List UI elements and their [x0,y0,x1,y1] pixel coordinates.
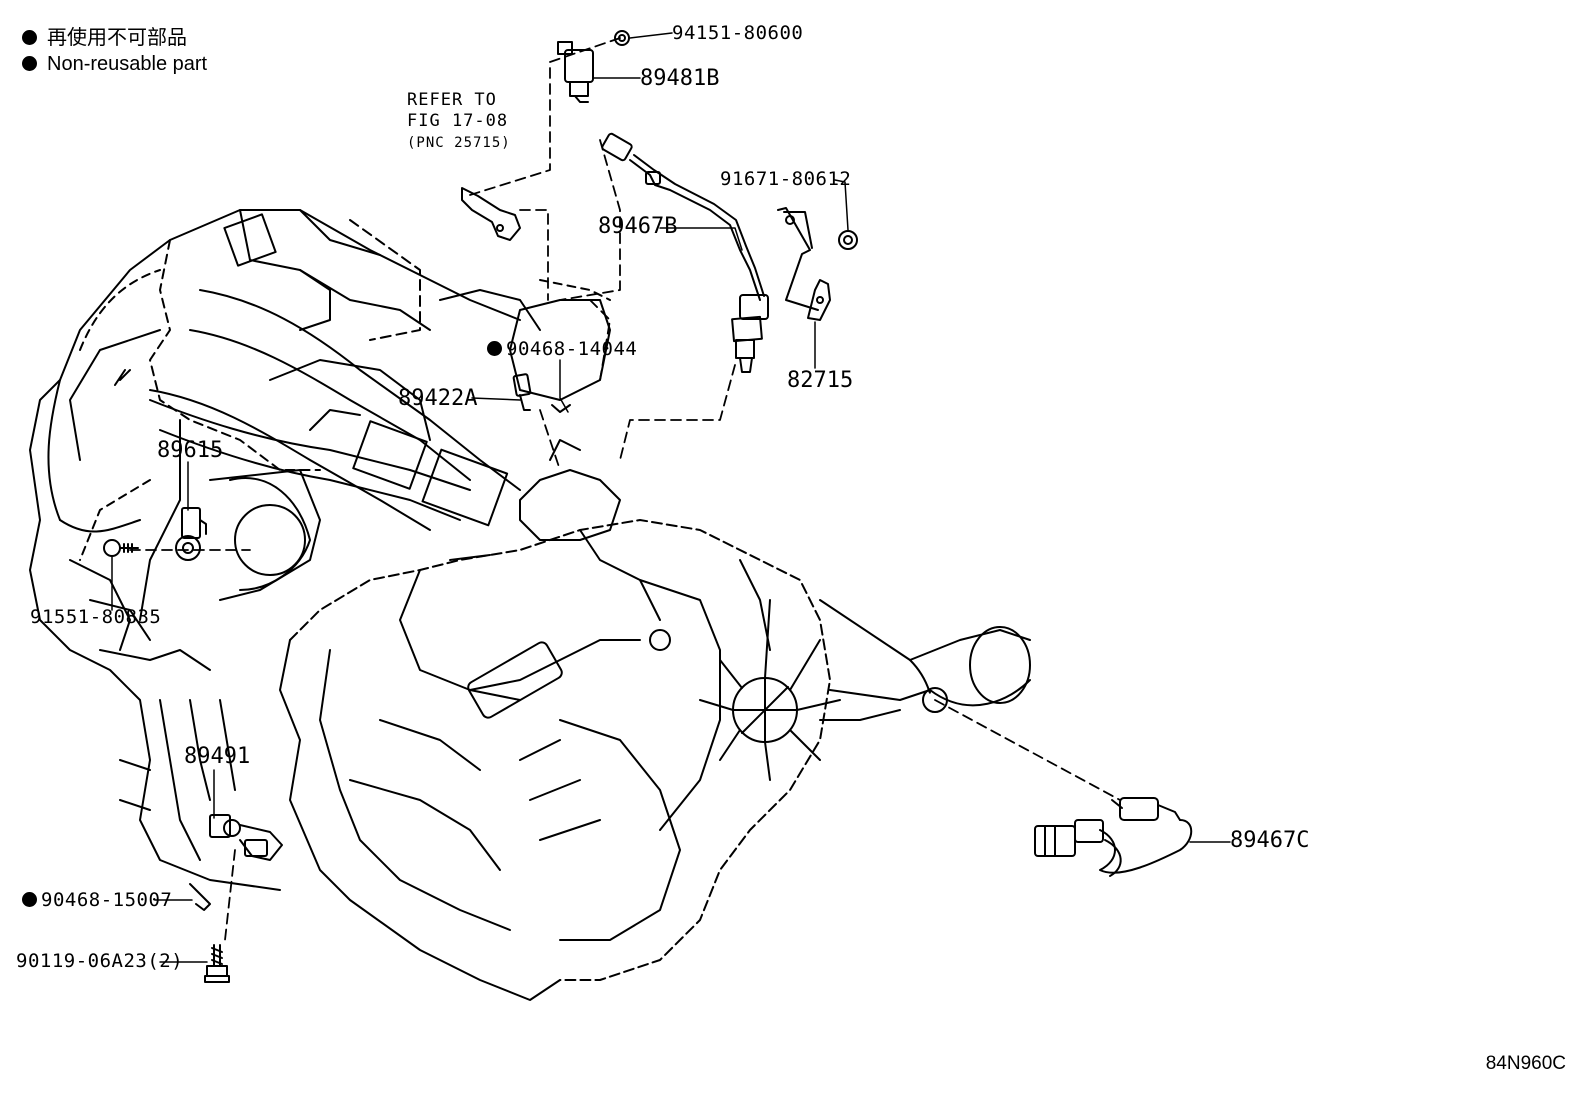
non-reusable-bullet-icon [22,892,37,907]
map-sensor-icon [557,41,594,103]
reference-note-line1: REFER TO [407,90,497,110]
oxygen-sensor-b-icon [601,132,769,373]
part-callout-94151-80600[interactable]: 94151-80600 [672,22,804,44]
intake-pipe [149,279,611,527]
callout-leaders [111,32,1231,963]
wire-bracket-icon [777,207,831,321]
part-callout-89491[interactable]: 89491 [184,744,251,769]
non-reusable-bullet-icon [22,30,37,45]
reference-note-line3: (PNC 25715) [407,135,511,151]
transaxle-housing [279,439,1031,1001]
part-callout-91551-80835[interactable]: 91551-80835 [30,606,162,628]
part-callout-89615[interactable]: 89615 [157,438,224,463]
part-callout-90468-14044[interactable]: 90468-14044 [487,338,637,360]
legend-english: Non-reusable part [22,52,207,76]
part-callout-82715[interactable]: 82715 [787,368,854,393]
bracket-icon [461,187,521,241]
part-callout-89481b[interactable]: 89481B [640,66,720,91]
engine-block-outline [29,209,541,891]
clamp-icon [189,883,211,911]
oxygen-sensor-c-icon [1034,797,1193,877]
part-callout-89467b[interactable]: 89467B [598,214,678,239]
part-callout-89467c[interactable]: 89467C [1230,828,1310,853]
figure-code: 84N960C [1485,1053,1566,1074]
part-callout-90468-15007[interactable]: 90468-15007 [22,889,172,911]
bolt-icon [103,539,139,557]
reference-note: REFER TO FIG 17-08 (PNC 25715) [407,90,511,154]
part-callout-90119-06a23[interactable]: 90119-06A23(2) [16,950,184,972]
part-callout-91671-80612[interactable]: 91671-80612 [720,168,852,190]
legend-japanese-text: 再使用不可部品 [47,27,187,49]
nut-icon [614,30,630,46]
non-reusable-bullet-icon [487,341,502,356]
part-callout-89422a[interactable]: 89422A [398,386,478,411]
temperature-sensor-icon [512,373,571,413]
reference-note-line2: FIG 17-08 [407,111,509,131]
legend-japanese: 再使用不可部品 [22,26,187,50]
mounting-bolt-icon [204,944,230,983]
flange-nut-icon [838,230,858,250]
non-reusable-bullet-icon [22,56,37,71]
legend-english-text: Non-reusable part [47,53,208,75]
crank-position-sensor-icon [209,814,283,861]
knock-sensor-icon [175,507,207,561]
